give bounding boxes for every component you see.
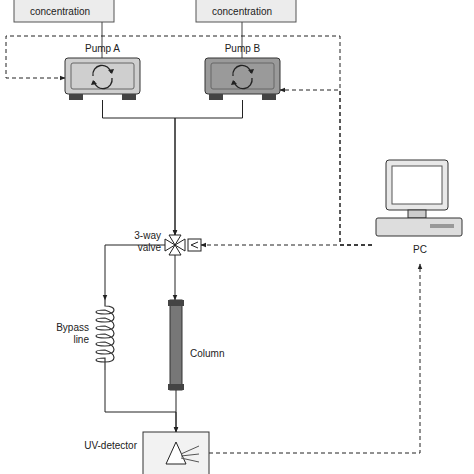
node-label: Pump B	[205, 43, 280, 55]
node-label: 3-way valve	[123, 230, 161, 253]
node-label: UV-detector	[84, 440, 137, 452]
connector	[103, 100, 176, 235]
pump-symbol: Pump A	[65, 58, 140, 100]
connector	[201, 245, 372, 246]
pump-symbol: Pump B	[205, 58, 280, 100]
reservoir-a	[14, 0, 114, 22]
pc-icon: PC	[372, 160, 468, 264]
node-label: Bypass line	[47, 322, 89, 345]
valve-symbol-shape	[165, 235, 201, 255]
connector	[6, 36, 372, 245]
connector	[105, 245, 165, 300]
pump-symbol-shape	[205, 58, 280, 100]
bypass-coil: Bypass line	[95, 300, 115, 370]
detector-box: UV-detector	[143, 432, 209, 474]
reservoir-label: concentration	[212, 6, 272, 17]
valve-symbol: 3-way valve	[165, 235, 201, 255]
column-symbol-shape	[170, 300, 182, 390]
connector	[280, 90, 372, 245]
connector	[175, 255, 176, 300]
connector	[175, 100, 243, 235]
detector-box-shape	[143, 432, 209, 474]
connector	[105, 370, 176, 432]
reservoir-b	[196, 0, 296, 22]
connector	[209, 264, 420, 453]
reservoir-label: concentration	[30, 6, 90, 17]
node-label: Pump A	[65, 43, 140, 55]
node-label: PC	[372, 244, 468, 256]
bypass-coil-shape	[95, 300, 115, 370]
connector	[176, 390, 177, 432]
node-label: Column	[190, 348, 224, 360]
column-symbol: Column	[170, 300, 182, 390]
pump-symbol-shape	[65, 58, 140, 100]
